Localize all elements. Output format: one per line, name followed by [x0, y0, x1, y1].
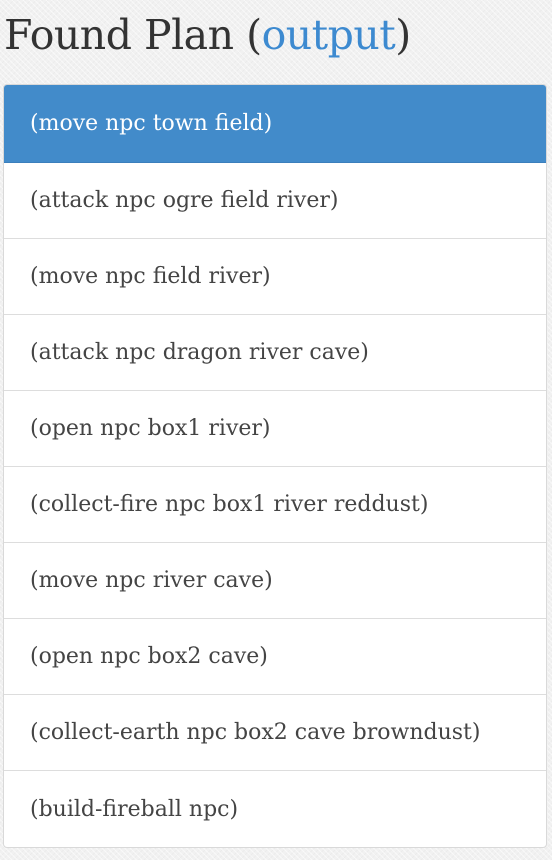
- title-paren-open: (: [246, 11, 262, 59]
- plan-step-5[interactable]: (open npc box1 river): [4, 391, 546, 467]
- plan-list: (move npc town field) (attack npc ogre f…: [3, 84, 547, 848]
- plan-step-3[interactable]: (move npc field river): [4, 239, 546, 315]
- title-text: Found Plan: [4, 11, 247, 59]
- output-link[interactable]: output: [261, 11, 396, 59]
- plan-step-9[interactable]: (collect-earth npc box2 cave browndust): [4, 695, 546, 771]
- plan-step-4[interactable]: (attack npc dragon river cave): [4, 315, 546, 391]
- plan-step-6[interactable]: (collect-fire npc box1 river reddust): [4, 467, 546, 543]
- plan-step-7[interactable]: (move npc river cave): [4, 543, 546, 619]
- plan-step-10[interactable]: (build-fireball npc): [30, 796, 239, 822]
- plan-step-1[interactable]: (move npc town field): [4, 85, 546, 163]
- page-title: Found Plan (output): [4, 6, 411, 64]
- plan-step-8[interactable]: (open npc box2 cave): [4, 619, 546, 695]
- title-paren-close: ): [395, 11, 411, 59]
- plan-step-2[interactable]: (attack npc ogre field river): [4, 163, 546, 239]
